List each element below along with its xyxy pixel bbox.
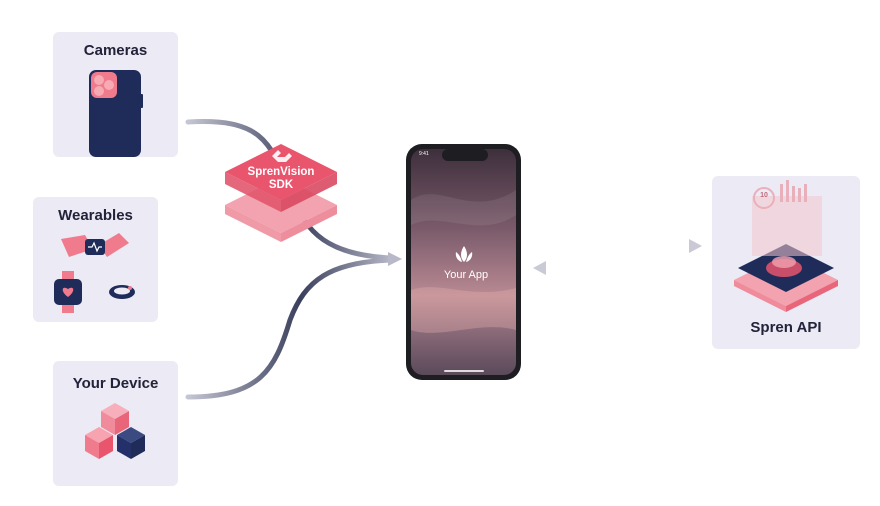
score-badge xyxy=(753,187,775,209)
api-stack-icon xyxy=(734,180,838,312)
wearables-title: Wearables xyxy=(58,207,133,224)
wearables-card: Wearables xyxy=(33,197,158,322)
bar-chart-icon xyxy=(780,180,807,202)
wearables-icon xyxy=(54,233,135,313)
inbound-arrowhead xyxy=(388,252,402,266)
sdk-label: SprenVision SDK xyxy=(226,166,336,192)
spren-api-card: 10 Spren API xyxy=(712,176,860,349)
smart-ring-icon xyxy=(109,285,135,299)
your-device-card: Your Device xyxy=(53,361,178,486)
sdk-label-line2: SDK xyxy=(268,179,294,191)
your-device-title: Your Device xyxy=(72,375,159,392)
cameras-title: Cameras xyxy=(83,42,148,59)
score-badge-value: 10 xyxy=(760,192,768,199)
status-time: 9:41 xyxy=(419,151,429,157)
cameras-card: Cameras xyxy=(53,32,178,157)
device-connector xyxy=(185,257,395,400)
outbound-arrowhead xyxy=(689,239,702,253)
smartwatch-icon xyxy=(54,271,82,313)
phone-camera-icon xyxy=(89,70,143,157)
lotus-logo-icon xyxy=(455,246,473,262)
cubes-icon xyxy=(85,403,145,459)
app-label: Your App xyxy=(443,269,489,281)
return-arrowhead xyxy=(533,261,546,275)
sdk-label-line1: SprenVision xyxy=(247,166,315,178)
wrench-icon xyxy=(272,150,292,162)
spren-api-title: Spren API xyxy=(750,319,822,336)
